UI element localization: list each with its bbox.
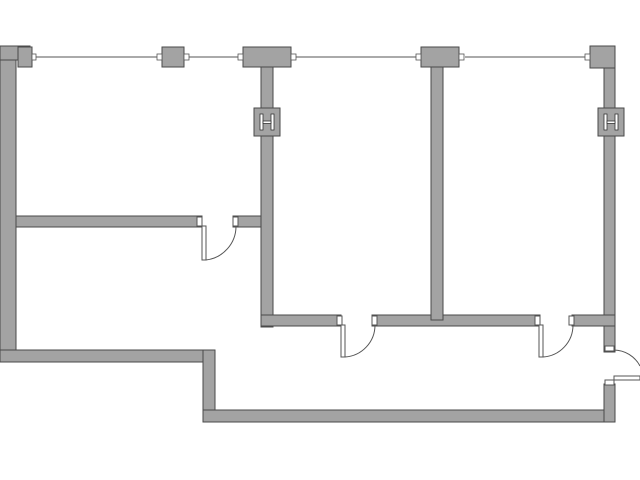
door-3 xyxy=(534,315,575,358)
door-3-jamb-right xyxy=(568,315,575,326)
heater-h-icon xyxy=(259,113,275,131)
wall-right-bottom xyxy=(603,383,616,423)
door-2-jamb-right xyxy=(371,315,378,326)
window-frame-d xyxy=(420,46,460,68)
windows xyxy=(17,46,591,68)
window-tick-c1 xyxy=(237,53,244,61)
window-tick-a xyxy=(31,53,37,61)
door-entrance-jamb-top xyxy=(604,345,615,352)
window-tick-c2 xyxy=(290,53,297,61)
wall-top-right-stub xyxy=(589,45,616,69)
door-1-jamb-right xyxy=(232,216,239,227)
door-entrance xyxy=(604,345,640,386)
door-2-leaf xyxy=(340,324,346,358)
wall-mid-bottom-a xyxy=(260,314,342,327)
door-1-jamb-left xyxy=(196,216,203,227)
heater-right xyxy=(597,107,625,137)
wall-mid-vertical-right xyxy=(430,61,444,321)
door-1-swing-arc xyxy=(205,225,237,261)
door-1-leaf xyxy=(201,225,207,261)
door-3-swing-arc xyxy=(542,324,574,358)
window-tick-e xyxy=(584,53,591,61)
door-2-swing-arc xyxy=(344,324,376,358)
heater-left xyxy=(253,107,281,137)
window-tick-b1 xyxy=(156,53,163,61)
window-tick-d1 xyxy=(415,53,422,61)
door-entrance-leaf xyxy=(613,375,640,381)
wall-mid-bottom-c xyxy=(571,314,616,327)
heater-h-icon xyxy=(603,113,619,131)
door-2 xyxy=(336,315,378,358)
window-frame-a xyxy=(17,46,33,68)
wall-bottom-left xyxy=(0,349,215,363)
window-frame-c xyxy=(242,46,292,68)
door-3-jamb-left xyxy=(534,315,541,326)
window-tick-b2 xyxy=(183,53,190,61)
door-entrance-jamb-bottom xyxy=(604,379,615,386)
door-1 xyxy=(196,216,239,261)
window-tick-d2 xyxy=(458,53,465,61)
interior-walls xyxy=(15,61,616,328)
wall-mid-bottom-b xyxy=(371,314,541,327)
exterior-walls xyxy=(0,45,616,423)
wall-left xyxy=(0,45,17,361)
wall-right xyxy=(603,45,616,353)
door-2-jamb-left xyxy=(336,315,343,326)
door-3-leaf xyxy=(538,324,544,358)
wall-bottom-corridor xyxy=(202,409,616,423)
wall-left-room-horizontal xyxy=(15,215,203,228)
window-frame-b xyxy=(161,46,185,68)
wall-mid-vertical-left xyxy=(260,61,274,328)
door-entrance-swing-arc xyxy=(613,349,640,367)
